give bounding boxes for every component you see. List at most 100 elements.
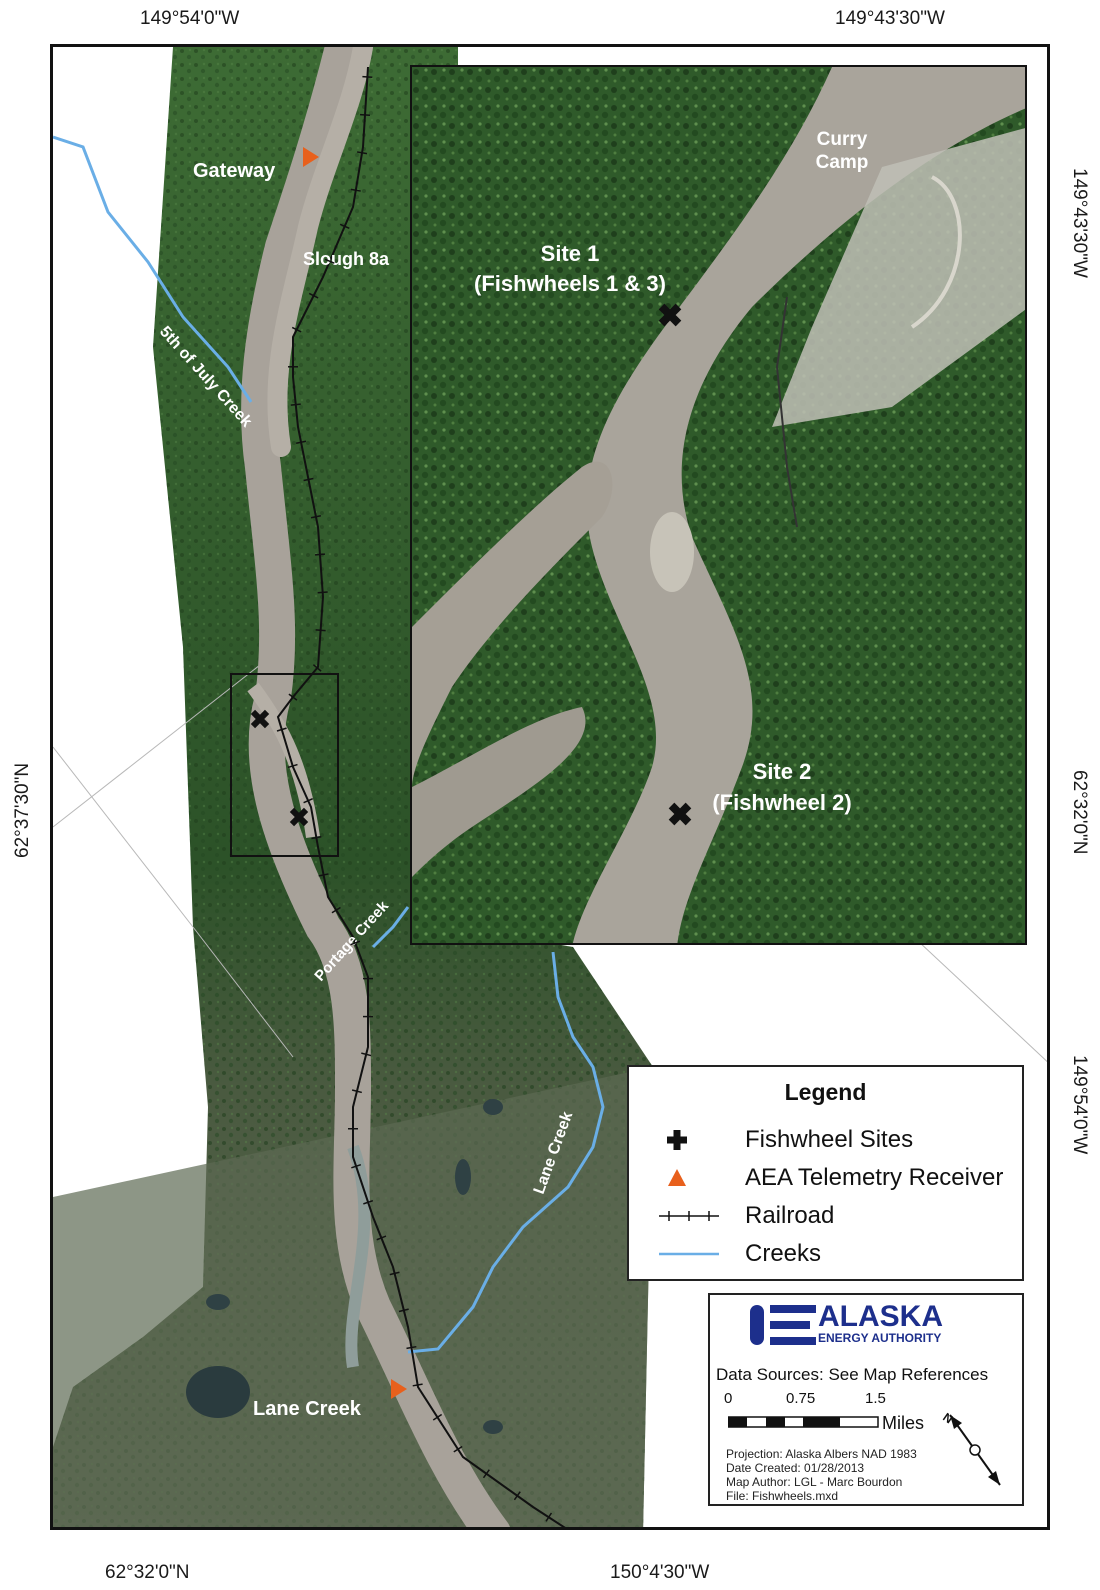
railroad-tick [356,151,368,155]
railroad-tick [317,591,328,594]
site2-cross-icon[interactable] [663,797,697,831]
railroad-tick [288,693,298,701]
railroad-tick [453,1445,463,1453]
railroad-line-icon [659,1199,719,1233]
graticule [53,646,1047,1063]
file-text: File: Fishwheels.mxd [726,1489,839,1503]
legend-item-creeks: Creeks [659,1237,821,1271]
inset-island [650,512,694,592]
railroad-tick [324,258,335,264]
railroad-tick [412,1383,423,1387]
north-arrow-icon: N [940,1410,1001,1486]
scale-label-0: 0 [724,1390,733,1407]
label-gateway: Gateway [193,160,276,182]
scale-label-1: 0.75 [786,1390,816,1407]
legend-label: Railroad [745,1202,835,1229]
railroad-tick [314,553,326,556]
railroad-tick [310,515,321,519]
railroad-tick [303,797,314,804]
orange-triangle-icon [659,1161,719,1195]
curry-camp-gravel [772,128,1025,427]
aea-logo-icon [750,1305,816,1345]
railroad-tick [291,326,302,333]
railroad-tick [308,292,319,299]
coord-right-middle: 62°32'0"N [1069,770,1090,855]
label-site1: Site 1 [541,241,600,266]
label-lane-creek-site: Lane Creek [253,1398,362,1420]
river [241,47,510,1527]
railroad-tick [363,1199,374,1205]
railroad-tick [376,1235,387,1241]
date-created-text: Date Created: 01/28/2013 [726,1461,865,1475]
label-site1-sub: (Fishwheels 1 & 3) [474,271,666,296]
fishwheel-cross-icon[interactable] [246,705,274,733]
site1-cross-icon[interactable] [653,298,687,332]
railroad-tick [303,477,314,482]
railroad-tick [359,113,371,116]
railroad-tick [287,763,298,769]
fishwheel-cross-icon[interactable] [285,803,313,831]
label-site2: Site 2 [753,759,812,784]
label-slough: Slough 8a [303,249,390,269]
railroad-tick [311,836,322,840]
scale-bar [728,1416,879,1428]
label-camp: Camp [816,152,869,173]
creek-lane [407,951,605,1354]
railroad-tick [276,727,287,732]
railroad-tick [362,75,373,79]
label-curry: Curry [817,129,868,150]
coord-top-right: 149°43'30"W [835,8,945,29]
railroad [276,66,566,1527]
lake [186,1366,250,1418]
legend-item-railroad: Railroad [659,1199,834,1233]
data-sources: Data Sources: See Map References [716,1365,989,1384]
inset-river [572,67,1025,943]
railroad-tick [350,940,361,946]
railroad-tick [315,629,326,632]
map-canvas[interactable]: Gateway Slough 8a 5th of July Creek Port… [53,47,1050,1530]
info-box: ALASKA ENERGY AUTHORITY Data Sources: Se… [708,1293,1024,1506]
legend-label: Creeks [745,1240,822,1267]
coord-left-side: 62°37'30"N [12,762,33,858]
railroad-tick [318,873,329,877]
legend: Legend Fishwheel Sites AEA Telemetry Rec… [627,1065,1024,1281]
label-site2-sub: (Fishwheel 2) [712,790,851,815]
railroad-tick [339,223,350,229]
legend-label: Fishwheel Sites [745,1126,914,1153]
railroad-tick [432,1413,443,1421]
receiver-triangle-icon[interactable] [303,147,319,167]
legend-title: Legend [784,1079,867,1105]
creek-5th-of-july [53,135,253,403]
railroad-tick [513,1491,521,1501]
scale-label-2: 1.5 [865,1390,886,1407]
projection-text: Projection: Alaska Albers NAD 1983 [726,1447,917,1461]
coord-bottom-right: 150°4'30"W [610,1562,710,1583]
logo-title: ALASKA [818,1300,943,1333]
legend-item-receiver: AEA Telemetry Receiver [659,1161,1003,1195]
railroad-tick [351,1089,362,1094]
legend-label: AEA Telemetry Receiver [745,1164,1004,1191]
creek-portage [371,906,410,949]
creeks [53,135,605,1354]
coord-bottom-left: 62°32'0"N [105,1562,190,1583]
railroad-tick [482,1469,490,1479]
coord-top-left: 149°54'0"W [140,8,240,29]
coord-right-bottom: 149°54'0"W [1069,1055,1090,1155]
railroad-tick [350,188,361,192]
railroad-tick [295,440,307,444]
railroad-tick [361,1052,372,1057]
receiver-triangle-icon[interactable] [391,1379,407,1399]
railroad-tick [398,1308,409,1313]
railroad-tick [312,664,322,672]
inset-map[interactable]: Curry Camp Site 1 (Fishwheels 1 & 3) Sit… [410,65,1027,945]
telemetry-receivers [303,147,407,1399]
author-text: Map Author: LGL - Marc Bourdon [726,1475,903,1489]
railroad-tick [331,906,341,914]
blue-line-icon [659,1237,719,1271]
railroad-tick [290,403,301,406]
scale-unit: Miles [882,1413,925,1433]
railroad-tick [406,1345,417,1350]
inset-extent-box [230,673,339,857]
railroad-tick [389,1271,400,1276]
legend-item-fishwheel: Fishwheel Sites [659,1123,913,1157]
